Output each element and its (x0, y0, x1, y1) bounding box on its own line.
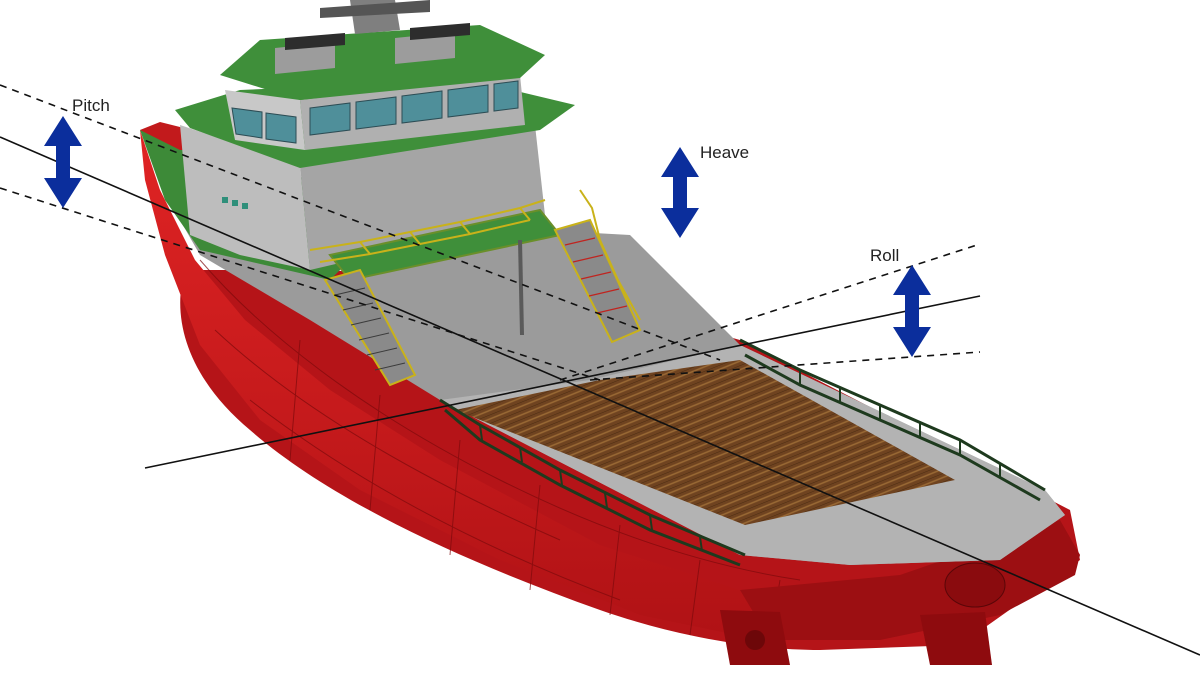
accommodation-front (180, 125, 310, 270)
superstructure (175, 0, 575, 270)
bridge-windows (231, 80, 519, 144)
roll-axis-dashed-upper (559, 243, 981, 381)
roll-axis-dashed-lower (589, 351, 981, 381)
heave-arrow (661, 147, 699, 238)
side-portholes (222, 197, 248, 209)
starboard-railing-posts (799, 370, 1001, 478)
walkway-railing (309, 199, 546, 251)
double-vertical-arrow-icon (893, 265, 931, 357)
pitch-axis-solid (0, 136, 1200, 656)
roll-arrow (893, 265, 931, 357)
roof-housing-left (275, 42, 335, 74)
pitch-axis-dashed-lower (0, 187, 601, 381)
motion-axes (0, 84, 1200, 656)
port-railing-posts (479, 424, 703, 552)
right-stair-steps (564, 237, 628, 314)
walkway-and-stairs (309, 189, 642, 387)
walkway-pillar (518, 239, 524, 336)
cargo-deck-timber (455, 360, 955, 525)
roll-axis-solid (144, 295, 981, 469)
roof-solar-panel-2 (410, 23, 470, 40)
roll-label: Roll (870, 246, 899, 265)
mast-top (320, 0, 430, 18)
left-stair-steps (334, 287, 406, 371)
right-staircase (553, 218, 642, 344)
stern-tunnel (944, 562, 1006, 608)
rudder (920, 612, 992, 665)
port-aft-railing-bottom (444, 408, 741, 567)
propeller-hub (745, 630, 765, 650)
double-vertical-arrow-icon (661, 147, 699, 238)
double-vertical-arrow-icon (44, 116, 82, 208)
accommodation-side (300, 125, 545, 270)
pitch-axis-dashed-upper (0, 84, 721, 361)
right-stair-handrail (579, 189, 641, 321)
roof-solar-panel (285, 33, 345, 50)
heave-label: Heave (700, 143, 749, 162)
aft-railings (439, 338, 1046, 567)
pitch-label: Pitch (72, 96, 110, 115)
pitch-arrow (44, 116, 82, 208)
